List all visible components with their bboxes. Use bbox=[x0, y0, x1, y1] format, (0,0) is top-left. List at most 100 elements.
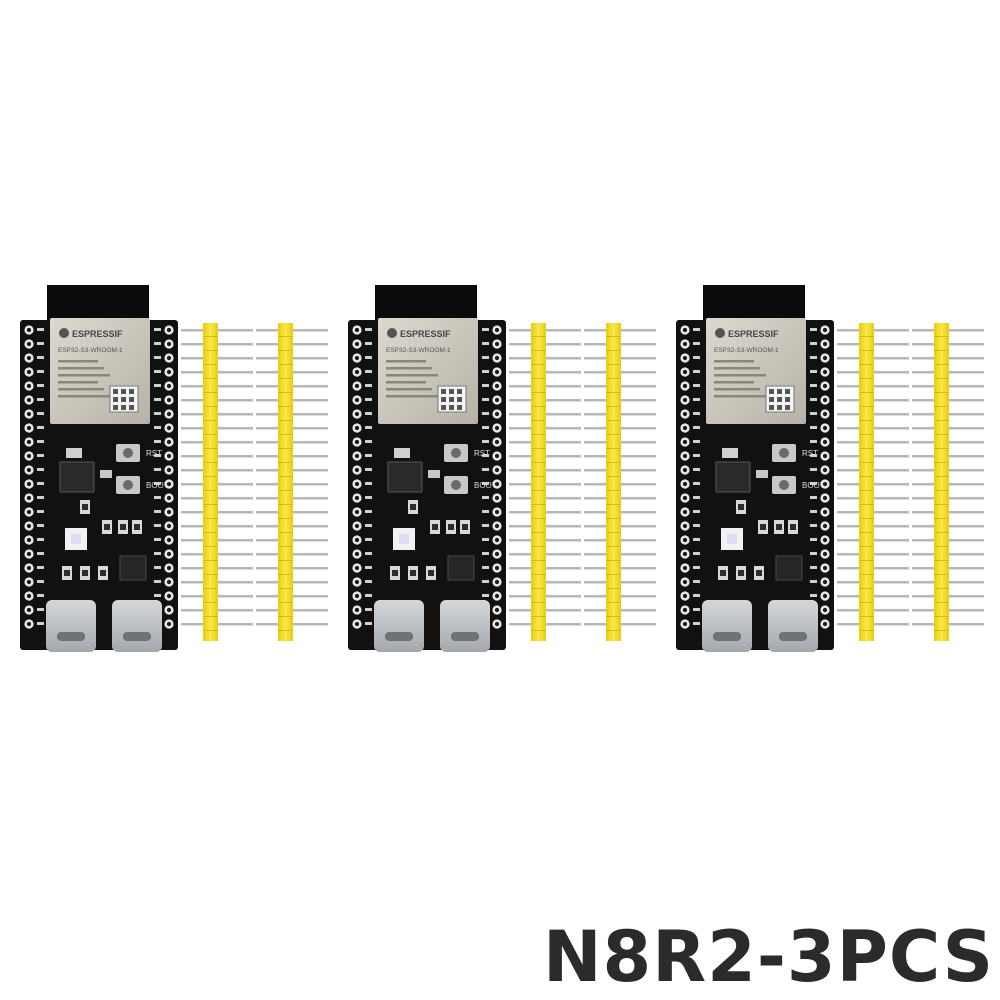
pin-label-mark bbox=[154, 538, 161, 541]
pin-label-mark bbox=[810, 440, 817, 443]
pin-hole-center bbox=[354, 593, 360, 599]
header-segment-line bbox=[203, 476, 218, 477]
module-fine-print bbox=[714, 374, 766, 377]
pin-header-strip bbox=[837, 323, 909, 641]
module-fine-print bbox=[714, 360, 754, 363]
header-segment-line bbox=[203, 532, 218, 533]
header-segment-line bbox=[278, 518, 293, 519]
pin-label-mark bbox=[693, 524, 700, 527]
pin-hole-center bbox=[26, 383, 32, 389]
qr-code-cell bbox=[113, 389, 118, 394]
pin-label-mark bbox=[154, 468, 161, 471]
pin-hole-center bbox=[494, 565, 500, 571]
qr-code-cell bbox=[777, 405, 782, 410]
pin-hole-center bbox=[26, 327, 32, 333]
pin-label-mark bbox=[37, 454, 44, 457]
header-segment-line bbox=[859, 602, 874, 603]
header-plastic-body bbox=[203, 323, 218, 641]
pin-label-mark bbox=[810, 398, 817, 401]
header-segment-line bbox=[278, 532, 293, 533]
header-segment-line bbox=[531, 350, 546, 351]
qr-code-cell bbox=[129, 405, 134, 410]
module-fine-print bbox=[714, 395, 766, 398]
header-segment-line bbox=[531, 532, 546, 533]
pin-label-mark bbox=[482, 482, 489, 485]
usb-c-port bbox=[768, 600, 818, 652]
pin-hole-center bbox=[682, 383, 688, 389]
pin-hole-center bbox=[26, 495, 32, 501]
header-segment-line bbox=[606, 406, 621, 407]
pin-hole-center bbox=[166, 593, 172, 599]
header-segment-line bbox=[278, 364, 293, 365]
smd-component-body bbox=[720, 570, 726, 576]
pin-hole-center bbox=[822, 621, 828, 627]
header-segment-line bbox=[606, 336, 621, 337]
usb-c-port bbox=[46, 600, 96, 652]
tactile-button-cap bbox=[779, 480, 789, 490]
pin-label-mark bbox=[693, 552, 700, 555]
button-label: RST bbox=[146, 449, 162, 458]
qr-code-cell bbox=[441, 389, 446, 394]
pin-label-mark bbox=[810, 328, 817, 331]
pin-label-mark bbox=[810, 496, 817, 499]
module-fine-print bbox=[386, 374, 438, 377]
module-brand: ESPRESSIF bbox=[72, 329, 123, 339]
pin-hole-center bbox=[354, 327, 360, 333]
usb-c-opening bbox=[57, 632, 85, 641]
module-fine-print bbox=[386, 381, 426, 384]
pin-label-mark bbox=[693, 580, 700, 583]
qr-code-cell bbox=[769, 389, 774, 394]
header-segment-line bbox=[606, 476, 621, 477]
pin-label-mark bbox=[482, 594, 489, 597]
header-segment-line bbox=[606, 560, 621, 561]
pin-label-mark bbox=[37, 580, 44, 583]
smd-component-body bbox=[432, 524, 438, 530]
pin-hole-center bbox=[354, 565, 360, 571]
pin-label-mark bbox=[37, 426, 44, 429]
pin-label-mark bbox=[482, 510, 489, 513]
capacitor bbox=[394, 448, 410, 458]
header-segment-line bbox=[278, 392, 293, 393]
pin-hole-center bbox=[166, 425, 172, 431]
header-segment-line bbox=[934, 364, 949, 365]
pin-label-mark bbox=[482, 412, 489, 415]
pin-label-mark bbox=[693, 510, 700, 513]
header-segment-line bbox=[606, 392, 621, 393]
header-segment-line bbox=[606, 588, 621, 589]
header-segment-line bbox=[278, 602, 293, 603]
module-fine-print bbox=[714, 388, 760, 391]
pin-hole-center bbox=[166, 523, 172, 529]
pin-hole-center bbox=[26, 593, 32, 599]
pin-hole-center bbox=[26, 355, 32, 361]
header-segment-line bbox=[606, 504, 621, 505]
module-brand: ESPRESSIF bbox=[728, 329, 779, 339]
smd-component-body bbox=[448, 524, 454, 530]
usb-c-port bbox=[440, 600, 490, 652]
pin-label-mark bbox=[693, 370, 700, 373]
pin-hole-center bbox=[822, 551, 828, 557]
pin-label-mark bbox=[482, 496, 489, 499]
pin-hole-center bbox=[494, 327, 500, 333]
module-fine-print bbox=[386, 367, 432, 370]
tactile-button-cap bbox=[779, 448, 789, 458]
smd-component-body bbox=[738, 504, 744, 510]
smd-component-body bbox=[392, 570, 398, 576]
pin-hole-center bbox=[354, 495, 360, 501]
usb-uart-chip bbox=[775, 555, 803, 581]
pin-label-mark bbox=[365, 398, 372, 401]
header-segment-line bbox=[203, 420, 218, 421]
pin-label-mark bbox=[365, 468, 372, 471]
smd-component-body bbox=[462, 524, 468, 530]
pin-label-mark bbox=[37, 594, 44, 597]
header-segment-line bbox=[531, 560, 546, 561]
pin-header-strip bbox=[584, 323, 656, 641]
pin-hole-center bbox=[166, 509, 172, 515]
pin-label-mark bbox=[37, 538, 44, 541]
pin-label-mark bbox=[37, 566, 44, 569]
rgb-led-lens bbox=[71, 534, 81, 544]
header-plastic-body bbox=[859, 323, 874, 641]
header-segment-line bbox=[531, 448, 546, 449]
product-caption: N8R2-3PCS bbox=[542, 916, 994, 998]
usb-c-opening bbox=[713, 632, 741, 641]
